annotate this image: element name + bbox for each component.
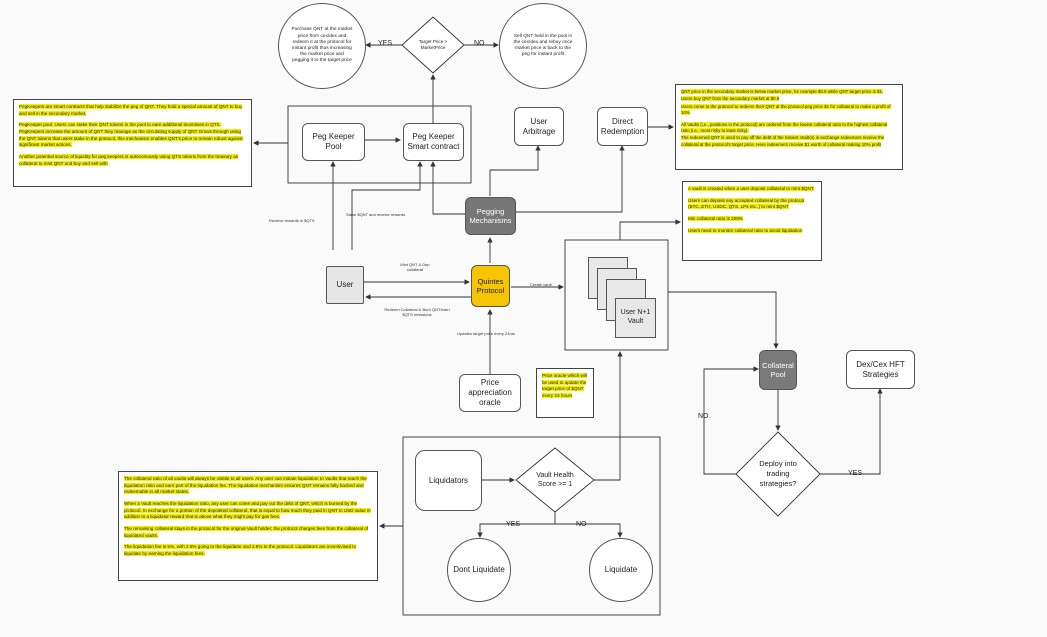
user-box: User <box>326 266 364 304</box>
target-diamond-shape <box>401 16 465 74</box>
create-vault-label: Create vault <box>530 282 552 287</box>
yes-deploy-label: YES <box>848 470 863 477</box>
redemption-note-line: Users buy QNT from the secondary market … <box>681 96 780 102</box>
vault-note: A vault is created when a user deposit c… <box>682 181 822 261</box>
redemption-note-line: QNT price in the secondary market is bel… <box>681 89 884 94</box>
deploy-diamond-shape <box>735 431 821 517</box>
vault-note-line: A vault is created when a user deposit c… <box>688 186 815 191</box>
peg-keeper-pool-box: Peg Keeper Pool <box>302 123 365 161</box>
stake-label: Stake $QNT and receive rewards <box>346 212 406 217</box>
yes-label-top: YES <box>378 40 393 47</box>
redemption-note-line: The redeemed QNT is used to pay off the … <box>681 135 885 147</box>
redemption-note-line: All Vaults (i.e., positions in the proto… <box>681 121 888 133</box>
liquidate-circle: Liquidate <box>589 538 653 602</box>
peg-keeper-group <box>287 105 472 184</box>
quintes-protocol-box: Quintes Protocol <box>471 265 510 307</box>
liquidation-note-line: The collateral ratio of all vaults will … <box>124 476 367 495</box>
updates-price-label: Updates target price every 24hrs <box>457 331 516 336</box>
sell-circle: Sell QNT held in the pool in the cex/dex… <box>499 3 587 89</box>
oracle-note: Price oracle which will be used to updat… <box>536 368 594 418</box>
pegkeeper-note-line: PegKeepers are smart contracts that help… <box>19 104 243 116</box>
yes-health-label: YES <box>506 521 521 528</box>
liquidation-note: The collateral ratio of all vaults will … <box>118 471 378 581</box>
no-deploy-label: NO <box>698 413 709 420</box>
user-arbitrage-box: User Arbitrage <box>514 107 564 146</box>
no-health-label: NO <box>576 521 587 528</box>
receive-rewards-label: Receive rewards in $QTS <box>269 218 315 223</box>
dex-cex-box: Dex/Cex HFT Strategies <box>846 350 915 389</box>
redemption-note: QNT price in the secondary market is bel… <box>675 84 903 170</box>
vault-health-label: Vault Health Score >= 1 <box>536 471 574 488</box>
purchase-circle: Purchase QNT at the market price from ce… <box>278 3 366 89</box>
liquidators-box: Liquidators <box>415 450 482 511</box>
target-diamond-label: Target Price > MarketPrice <box>418 38 448 50</box>
pegkeeper-note-line: PegKeeper pool: Users can stake their QN… <box>19 122 243 148</box>
liquidation-note-line: The remaining collateral stays in the pr… <box>124 525 369 538</box>
redeem-label: Redeem Collateral & Burn QNT/earn $QTS e… <box>384 307 450 317</box>
peg-keeper-contract-box: Peg Keeper Smart contract <box>403 123 464 161</box>
liquidation-note-line: When a Vault reaches the liquidation rat… <box>124 500 371 520</box>
price-oracle-box: Price appreciation oracle <box>459 374 521 412</box>
mint-label: Mint QNT & Dep collateral <box>400 262 430 272</box>
pegkeeper-note-line: Another potential source of liquidity fo… <box>19 153 239 166</box>
vault-note-line: Min collateral ratio is 200% <box>688 215 743 221</box>
dont-liquidate-circle: Dont Liquidate <box>447 538 511 602</box>
pegkeeper-note: PegKeepers are smart contracts that help… <box>13 99 252 187</box>
no-label-top: NO <box>474 40 485 47</box>
redemption-note-line: Users come to the protocol to redeem the… <box>681 103 891 116</box>
vault-note-line: Users need to monitor collateral ratio t… <box>688 227 803 233</box>
user-vault-box: User N+1 Vault <box>615 298 656 338</box>
direct-redemption-box: Direct Redemption <box>597 107 648 146</box>
collateral-pool-box: Collateral Pool <box>759 350 797 390</box>
liquidation-note-line: The liquidation fee is 5%, with 2.5% goi… <box>124 544 357 556</box>
vault-note-line: Users can deposit any accepted collatera… <box>688 197 805 210</box>
oracle-note-text: Price oracle which will be used to updat… <box>542 373 587 398</box>
deploy-diamond-label: Deploy into trading strategies? <box>759 458 797 489</box>
vault-group <box>564 239 669 351</box>
pegging-mechanisms-box: Pegging Mechanisms <box>465 197 516 235</box>
